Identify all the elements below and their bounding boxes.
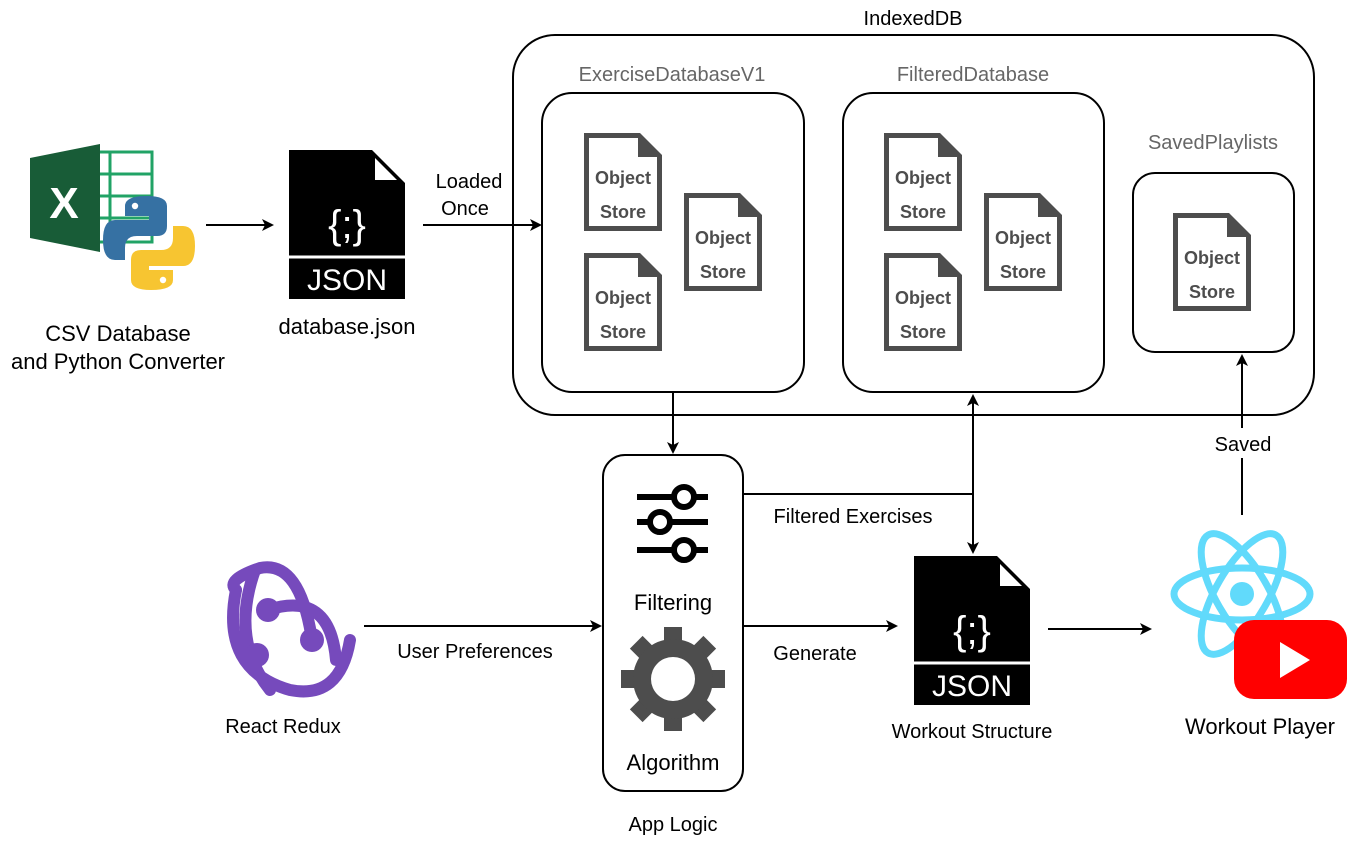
csv-python-icon: X CSV Database and Python Converter xyxy=(11,144,225,374)
edge-loaded-line2: Once xyxy=(441,198,489,220)
workout-structure-label: Workout Structure xyxy=(892,721,1053,743)
edge-saved: Saved xyxy=(1215,434,1272,456)
filter-sliders-icon xyxy=(637,484,708,563)
object-store-word2: Store xyxy=(1189,282,1235,302)
object-store-word2: Store xyxy=(700,262,746,282)
object-store-word1: Object xyxy=(895,288,951,308)
object-store-word1: Object xyxy=(695,228,751,248)
workout-player-label: Workout Player xyxy=(1185,714,1335,739)
react-redux-icon: React Redux xyxy=(225,561,356,738)
object-store-word2: Store xyxy=(600,322,646,342)
workout-json-badge: JSON xyxy=(932,670,1012,703)
workout-structure-json-icon: {;} JSON Workout Structure xyxy=(892,556,1053,743)
object-store-word1: Object xyxy=(895,168,951,188)
object-store-layer: ObjectStoreObjectStoreObjectStoreObjectS… xyxy=(584,133,1251,351)
saved-playlists-title: SavedPlaylists xyxy=(1148,132,1278,154)
python-logo-icon xyxy=(103,196,195,290)
filtered-database-title: FilteredDatabase xyxy=(897,64,1049,86)
exercise-database-v1: ExerciseDatabaseV1 xyxy=(541,64,805,393)
edge-filtered-exercises: Filtered Exercises xyxy=(774,506,933,528)
database-json-icon: {;} JSON database.json xyxy=(279,150,416,339)
object-store-word1: Object xyxy=(595,168,651,188)
object-store-word1: Object xyxy=(995,228,1051,248)
edge-generate: Generate xyxy=(773,643,856,665)
youtube-logo-icon xyxy=(1234,620,1347,699)
edge-user-preferences: User Preferences xyxy=(397,641,553,663)
filtering-label: Filtering xyxy=(634,590,712,615)
csv-label-line1: CSV Database xyxy=(45,321,191,346)
algorithm-label: Algorithm xyxy=(627,750,720,775)
database-json-label: database.json xyxy=(279,314,416,339)
workout-json-braces: {;} xyxy=(953,609,991,653)
react-redux-label: React Redux xyxy=(225,716,341,738)
database-json-braces: {;} xyxy=(328,203,366,247)
filtered-database: FilteredDatabase xyxy=(842,64,1105,393)
object-store-word1: Object xyxy=(1184,248,1240,268)
object-store-word2: Store xyxy=(900,322,946,342)
connectors xyxy=(206,219,1248,635)
excel-x-letter: X xyxy=(49,179,78,228)
react-logo-icon xyxy=(1170,530,1314,658)
exercise-database-v1-title: ExerciseDatabaseV1 xyxy=(579,64,766,86)
object-store-word2: Store xyxy=(600,202,646,222)
csv-label-line2: and Python Converter xyxy=(11,349,225,374)
object-store-word2: Store xyxy=(1000,262,1046,282)
app-logic-box: Filtering Algorithm App Logic xyxy=(602,454,744,836)
database-json-badge: JSON xyxy=(307,264,387,297)
gear-icon xyxy=(621,627,725,731)
object-store-word2: Store xyxy=(900,202,946,222)
workout-player-icon: Workout Player xyxy=(1170,530,1347,739)
object-store-word1: Object xyxy=(595,288,651,308)
app-logic-label: App Logic xyxy=(629,814,718,836)
indexeddb-title: IndexedDB xyxy=(864,8,963,30)
edge-loaded-line1: Loaded xyxy=(436,171,503,193)
